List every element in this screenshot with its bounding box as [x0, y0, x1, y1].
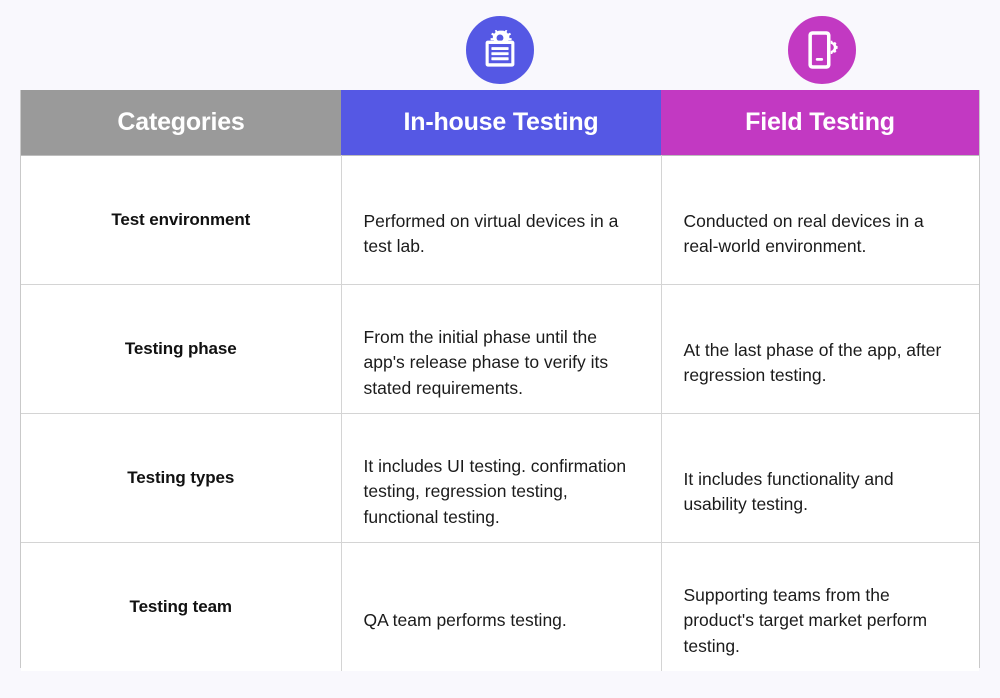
row-category-cell: Testing team [21, 542, 342, 671]
table-row: Testing types It includes UI testing. co… [21, 413, 979, 543]
header-cell-in-house: In-house Testing [341, 90, 661, 156]
row-in-house-text: Performed on virtual devices in a test l… [363, 210, 619, 256]
row-category-label: Testing phase [124, 339, 237, 358]
table-body: Test environment Performed on virtual de… [21, 155, 979, 671]
smartphone-gear-icon [800, 28, 844, 72]
row-field-cell: It includes functionality and usability … [660, 413, 979, 543]
in-house-testing-badge [461, 11, 539, 89]
field-testing-badge [783, 11, 861, 89]
row-category-label: Testing team [129, 597, 233, 616]
row-in-house-cell: From the initial phase until the app's r… [340, 284, 662, 414]
row-category-cell: Testing types [21, 413, 342, 543]
row-category-cell: Testing phase [21, 284, 342, 414]
row-field-cell: Supporting teams from the product's targ… [660, 542, 979, 671]
row-category-cell: Test environment [21, 155, 342, 285]
table: Categories In-house Testing Field Testin… [21, 90, 979, 671]
row-in-house-text: QA team performs testing. [363, 610, 567, 631]
header-cell-field: Field Testing [661, 90, 979, 156]
header-cell-categories: Categories [21, 90, 341, 156]
row-in-house-cell: Performed on virtual devices in a test l… [340, 155, 662, 285]
header-label-categories: Categories [117, 108, 245, 136]
header-row: Categories In-house Testing Field Testin… [21, 90, 979, 156]
row-field-cell: At the last phase of the app, after regr… [660, 284, 979, 414]
row-in-house-text: From the initial phase until the app's r… [363, 326, 609, 398]
table-row: Testing team QA team performs testing. S… [21, 542, 979, 671]
row-field-cell: Conducted on real devices in a real-worl… [660, 155, 979, 285]
row-field-text: At the last phase of the app, after regr… [683, 339, 942, 385]
table-header: Categories In-house Testing Field Testin… [21, 90, 979, 156]
comparison-table: Categories In-house Testing Field Testin… [20, 90, 980, 671]
header-label-in-house: In-house Testing [403, 108, 599, 136]
row-field-text: Conducted on real devices in a real-worl… [683, 210, 924, 256]
header-label-field: Field Testing [745, 108, 895, 136]
row-category-label: Testing types [127, 468, 235, 487]
clipboard-gear-icon [478, 28, 522, 72]
row-in-house-cell: QA team performs testing. [340, 542, 662, 671]
row-in-house-cell: It includes UI testing. confirmation tes… [340, 413, 662, 543]
table-row: Testing phase From the initial phase unt… [21, 284, 979, 414]
row-in-house-text: It includes UI testing. confirmation tes… [363, 455, 627, 527]
table-row: Test environment Performed on virtual de… [21, 155, 979, 285]
row-field-text: It includes functionality and usability … [683, 468, 894, 514]
row-field-text: Supporting teams from the product's targ… [683, 584, 928, 656]
row-category-label: Test environment [111, 210, 251, 229]
